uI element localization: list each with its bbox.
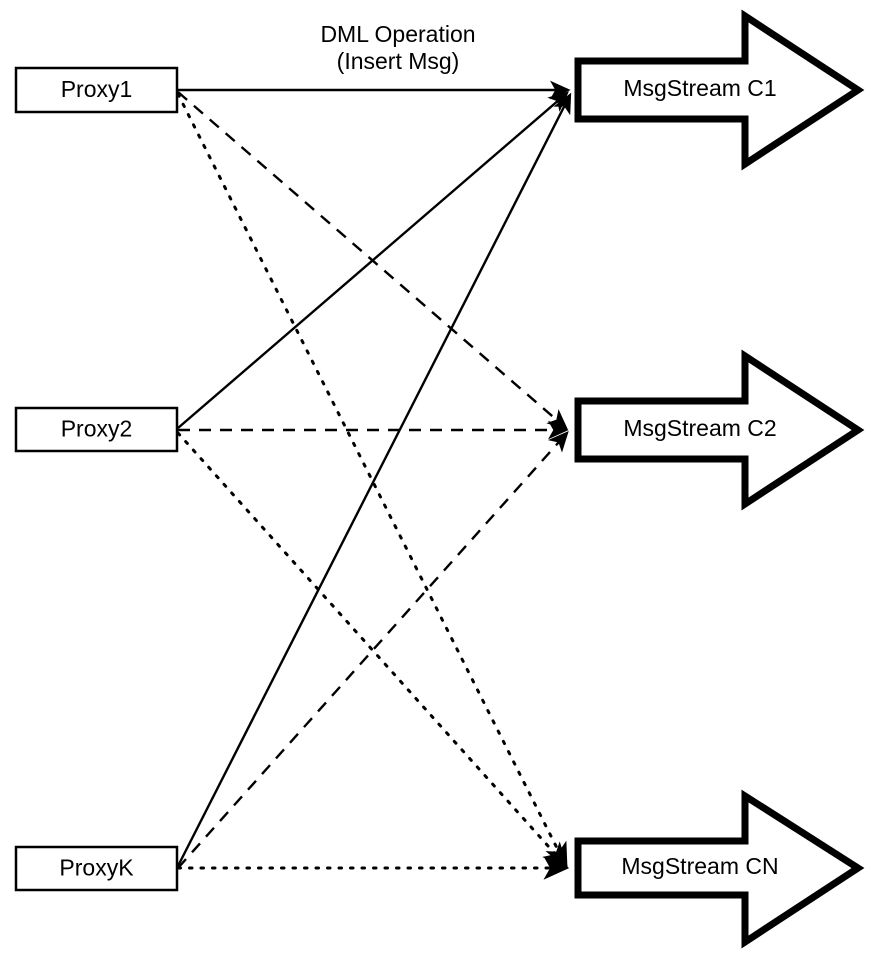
dml-operation-label: DML Operation (Insert Msg) [320, 21, 475, 74]
stream-c2-label: MsgStream C2 [623, 415, 776, 441]
proxy2-box[interactable] [14, 406, 179, 453]
proxy-node-proxyk[interactable]: ProxyK [14, 845, 179, 892]
edge-proxyk-to-stream-c2 [177, 431, 569, 869]
edge-proxy2-to-stream-c1 [177, 91, 570, 429]
stream-node-c1[interactable]: MsgStream C1 [574, 9, 865, 171]
stream-c1-block-arrow-icon[interactable] [574, 9, 865, 171]
stream-node-c2[interactable]: MsgStream C2 [574, 349, 865, 511]
connector-layer [176, 80, 572, 880]
edge-proxyk-to-stream-c1 [176, 92, 572, 867]
proxyk-box[interactable] [14, 845, 179, 892]
proxyk-label: ProxyK [59, 855, 134, 881]
stream-c1-label: MsgStream C1 [623, 75, 776, 101]
edge-proxy2-to-stream-cn [176, 431, 569, 869]
proxy2-label: Proxy2 [61, 416, 133, 442]
proxy-node-proxy2[interactable]: Proxy2 [14, 406, 179, 453]
proxy1-label: Proxy1 [61, 76, 133, 102]
stream-c2-block-arrow-icon[interactable] [574, 349, 865, 511]
proxy1-box[interactable] [14, 66, 179, 114]
stream-cn-block-arrow-icon[interactable] [574, 789, 865, 949]
proxy-node-proxy1[interactable]: Proxy1 [14, 66, 179, 114]
stream-node-cn[interactable]: MsgStream CN [574, 789, 865, 949]
stream-cn-label: MsgStream CN [621, 853, 778, 879]
dml-operation-label-line2: (Insert Msg) [337, 48, 460, 74]
dml-operation-label-line1: DML Operation [320, 21, 475, 47]
